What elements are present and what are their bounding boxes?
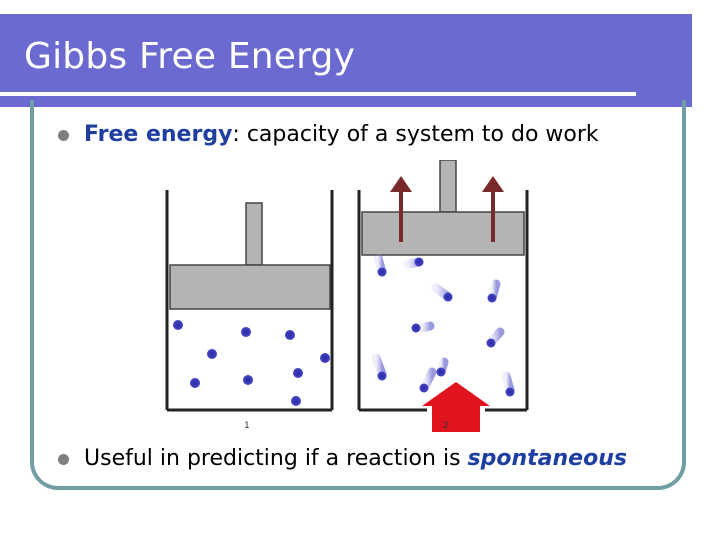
title-bar bbox=[0, 14, 692, 107]
container-2-label: 2 bbox=[443, 421, 449, 431]
lift-arrow-left bbox=[390, 176, 412, 242]
title-bar-lower bbox=[0, 99, 692, 107]
bullet-1-term: Free energy bbox=[84, 122, 233, 147]
bullet-1: Free energy: capacity of a system to do … bbox=[84, 122, 599, 147]
heat-arrow bbox=[422, 382, 490, 432]
bullet-1-text: : capacity of a system to do work bbox=[232, 122, 599, 147]
bullet-dot-1 bbox=[58, 130, 69, 141]
piston-rod-2 bbox=[439, 160, 457, 213]
bullet-2-emphasis: spontaneous bbox=[467, 446, 627, 471]
lift-arrow-right bbox=[482, 176, 504, 242]
piston-figure: 1 bbox=[165, 160, 529, 432]
molecules-1 bbox=[173, 320, 330, 406]
molecules-2 bbox=[371, 253, 515, 397]
bullet-2: Useful in predicting if a reaction is sp… bbox=[84, 446, 627, 471]
container-2: 2 bbox=[357, 160, 529, 432]
container-1: 1 bbox=[165, 190, 334, 431]
piston-2 bbox=[361, 211, 525, 256]
piston-1 bbox=[169, 264, 331, 310]
container-1-label: 1 bbox=[244, 421, 250, 431]
piston-rod-1 bbox=[245, 202, 263, 266]
title-underline bbox=[0, 92, 636, 96]
content-frame bbox=[30, 100, 686, 490]
slide-title: Gibbs Free Energy bbox=[24, 36, 356, 77]
bullet-2-text: Useful in predicting if a reaction is bbox=[84, 446, 468, 471]
bullet-dot-2 bbox=[58, 454, 69, 465]
